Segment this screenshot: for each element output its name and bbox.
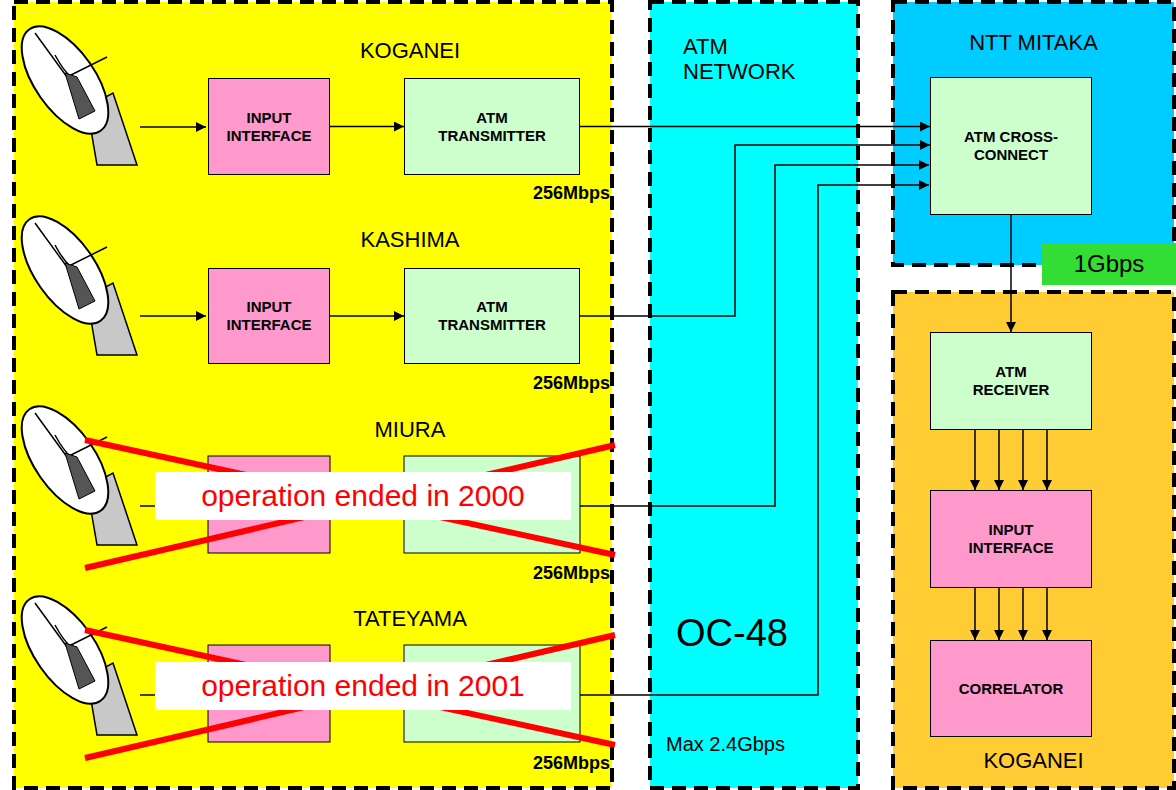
data-rate: 256Mbps	[480, 183, 610, 205]
panel-title: NTT MITAKA	[893, 30, 1174, 55]
data-link	[974, 588, 976, 640]
input-interface-box: INPUT INTERFACE	[930, 490, 1092, 588]
box-label: ATM TRANSMITTER	[432, 298, 552, 334]
data-link	[330, 315, 404, 317]
input-interface-box: INPUT INTERFACE	[208, 268, 330, 364]
atm-transmitter-box: ATM TRANSMITTER	[404, 268, 580, 364]
box-label: ATM TRANSMITTER	[432, 109, 552, 145]
data-link	[1022, 588, 1024, 640]
atm-transmitter-box: ATM TRANSMITTER	[404, 78, 580, 175]
data-rate: 256Mbps	[480, 753, 610, 775]
correlator-box: CORRELATOR	[930, 640, 1092, 737]
station-name: KASHIMA	[310, 227, 510, 253]
site-panel: KOGANEI ATM RECEIVER INPUT INTERFACE CORREL…	[893, 292, 1174, 788]
data-link	[998, 430, 1000, 490]
red-crosses	[85, 440, 615, 758]
panel-title: KOGANEI	[893, 748, 1174, 773]
decommissioned-links	[580, 165, 929, 695]
box-label: INPUT INTERFACE	[956, 521, 1066, 557]
panel-ground	[650, 2, 858, 788]
station-name: KOGANEI	[310, 38, 510, 64]
box-label: CORRELATOR	[959, 680, 1063, 698]
site-panel: NTT MITAKA ATM CROSS-CONNECT	[893, 2, 1174, 265]
data-rate: 256Mbps	[480, 563, 610, 585]
data-link	[1046, 430, 1048, 490]
data-link	[580, 145, 930, 316]
status-note: operation ended in 2001	[155, 662, 571, 710]
data-link	[1022, 430, 1024, 490]
box-label: INPUT INTERFACE	[214, 109, 324, 145]
station-name: MIURA	[310, 417, 510, 443]
data-link	[330, 126, 404, 128]
data-link	[998, 588, 1000, 640]
box-label: ATM RECEIVER	[956, 363, 1066, 399]
panel-title: Max 2.4Gbps	[666, 733, 846, 756]
cross-connect-box: ATM CROSS-CONNECT	[930, 77, 1092, 215]
panel-ground	[893, 292, 1174, 788]
antenna-feeds	[140, 127, 206, 695]
panel-title: ATM NETWORK	[683, 34, 823, 85]
data-link	[580, 126, 930, 128]
data-link	[1010, 215, 1012, 332]
atm-receiver-box: ATM RECEIVER	[930, 332, 1092, 430]
link-rate-label: 1Gbps	[1042, 243, 1176, 285]
data-link	[974, 430, 976, 490]
data-link	[1046, 588, 1048, 640]
status-note: operation ended in 2000	[155, 472, 571, 520]
panel-title: OC-48	[676, 612, 846, 656]
network-panel: ATM NETWORK OC-48Max 2.4Gbps	[650, 2, 858, 788]
box-label: INPUT INTERFACE	[214, 298, 324, 334]
input-interface-box: INPUT INTERFACE	[208, 78, 330, 175]
data-rate: 256Mbps	[480, 373, 610, 395]
panel-ground	[893, 2, 1174, 265]
antenna-dishes	[5, 12, 137, 735]
station-name: TATEYAMA	[310, 606, 510, 632]
box-label: ATM CROSS-CONNECT	[936, 128, 1086, 164]
